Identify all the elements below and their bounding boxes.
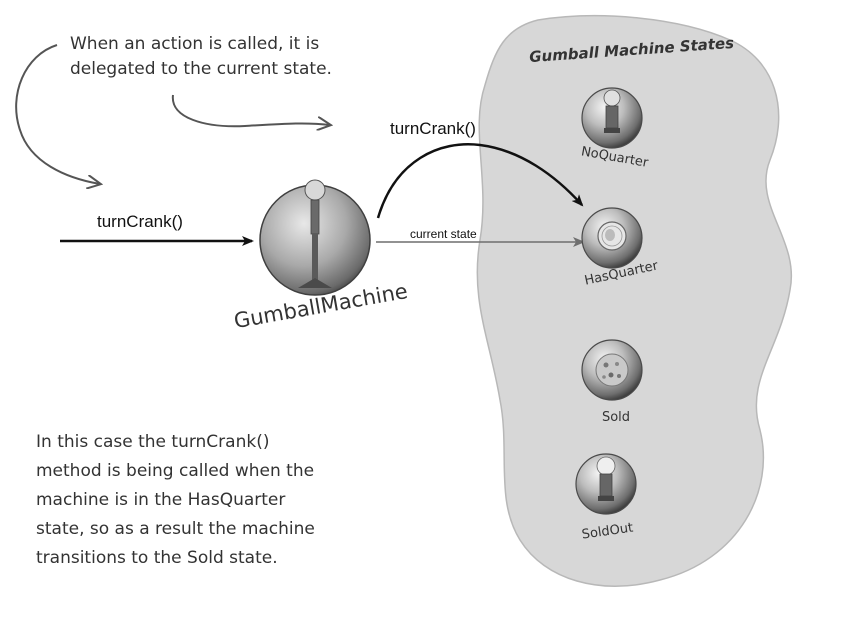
annotation-bottom-line5: transitions to the Sold state. <box>36 548 278 568</box>
annotation-top-line2: delegated to the current state. <box>70 59 332 79</box>
annotation-top-line1: When an action is called, it is <box>70 34 319 54</box>
quarter-coin-icon <box>597 221 627 251</box>
delegated-call-arrow <box>376 143 584 219</box>
state-soldout-label: SoldOut <box>581 521 634 543</box>
annotation-left-arrow <box>15 44 100 184</box>
state-noquarter <box>581 87 643 149</box>
gumball-icon <box>595 353 629 387</box>
gumball-machine-icon <box>603 89 621 133</box>
states-region <box>476 15 793 587</box>
annotation-bottom-line1: In this case the turnCrank() <box>36 432 269 452</box>
state-soldout <box>575 453 637 515</box>
delegated-call-label: turnCrank() <box>390 119 476 138</box>
current-state-label: current state <box>410 227 477 241</box>
gumball-machine-object <box>259 179 371 296</box>
state-sold <box>581 339 643 401</box>
incoming-call-label: turnCrank() <box>97 212 183 231</box>
state-hasquarter <box>581 207 643 269</box>
annotation-bottom-line2: method is being called when the <box>36 461 314 481</box>
annotation-bottom-line4: state, so as a result the machine <box>36 519 315 539</box>
state-sold-label: Sold <box>602 410 630 425</box>
annotation-right-arrow <box>171 94 330 126</box>
annotation-bottom-line3: machine is in the HasQuarter <box>36 490 285 510</box>
empty-gumball-machine-icon <box>596 456 616 501</box>
gumball-machine-icon <box>298 179 332 288</box>
